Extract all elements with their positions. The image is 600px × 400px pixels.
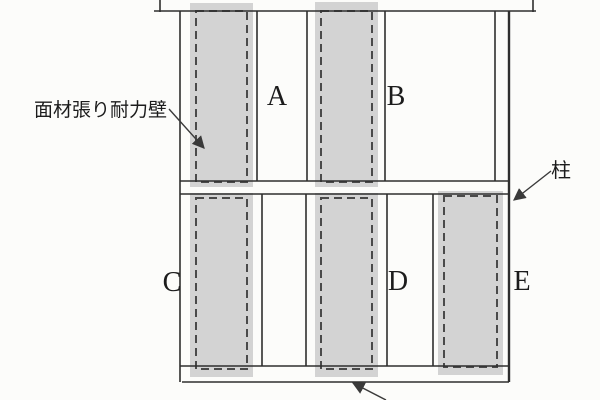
shear-wall-panel-upper-right <box>315 2 378 187</box>
panel-label-c: C <box>163 267 182 298</box>
shear-wall-panel-upper-left <box>190 3 253 187</box>
panel-dashed-outline-lower-right <box>443 195 498 368</box>
shear-wall-panels <box>190 2 503 377</box>
sill-leader-arrow <box>351 382 387 400</box>
leader-arrows <box>168 108 552 400</box>
panel-label-a: A <box>267 81 288 112</box>
panel-label-e: E <box>513 266 530 297</box>
panel-dashed-outline-upper-right <box>320 10 373 183</box>
column-leader-arrow <box>513 170 552 201</box>
panel-dashed-outline-lower-middle <box>320 197 373 370</box>
shear-wall-annotation: 面材張り耐力壁 <box>34 99 167 121</box>
panel-dashed-outline-lower-left <box>195 197 248 370</box>
panel-label-d: D <box>388 266 408 297</box>
shear-wall-panel-lower-left <box>190 193 253 377</box>
frame-lines <box>154 0 536 383</box>
shear-wall-leader-arrow <box>168 108 205 149</box>
panel-dashed-outline-upper-left <box>195 10 248 183</box>
diagram-labels: A B C D E 面材張り耐力壁 柱 <box>34 81 571 298</box>
panel-label-b: B <box>387 81 406 112</box>
shear-wall-panel-lower-middle <box>315 193 378 377</box>
column-annotation: 柱 <box>551 159 571 182</box>
shear-wall-panel-lower-right <box>438 191 503 375</box>
